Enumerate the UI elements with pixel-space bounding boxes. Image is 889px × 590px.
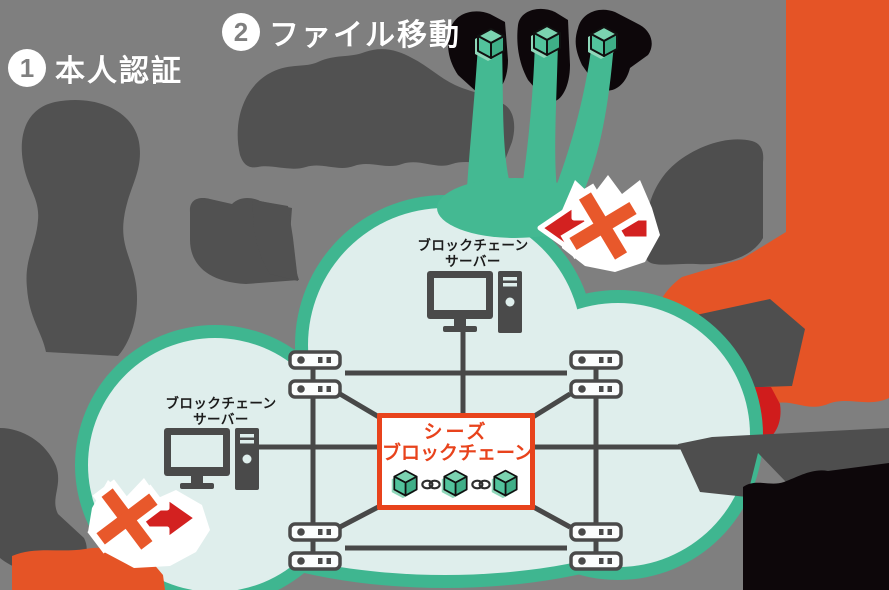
seeds-blockchain-title-line2: ブロックチェーン	[382, 442, 534, 464]
server-rack-icon	[569, 350, 623, 370]
blockchain-cube-icon	[390, 469, 418, 499]
upload-hands-silhouette	[237, 49, 515, 169]
attacker-right-orange-body	[653, 0, 889, 407]
step-2-text: ファイル移動	[269, 19, 461, 52]
arm-to-cloud-silhouette	[252, 200, 298, 281]
server-rack-icon	[288, 522, 342, 542]
left-server-label-line1: ブロックチェーン	[165, 396, 277, 411]
attacker-right-gray-upper	[644, 139, 764, 265]
server-rack-icon	[288, 551, 342, 571]
step-2-number-badge: 2	[222, 13, 260, 51]
top-blockchain-server-label: ブロックチェーン サーバー	[398, 238, 548, 270]
seeds-blockchain-box: シーズ ブロックチェーン	[377, 413, 535, 510]
step-1-text: 本人認証	[55, 55, 183, 88]
person-at-desk-silhouette	[21, 99, 140, 356]
step-1-number-badge: 1	[8, 49, 46, 87]
chain-link-icon	[471, 479, 491, 490]
user-silhouettes	[21, 49, 515, 356]
x-mark-icon	[87, 479, 167, 559]
top-server-label-line1: ブロックチェーン	[417, 238, 529, 253]
attacker-right-black-silhouette	[743, 463, 889, 590]
blocked-attack-bottomleft	[87, 478, 210, 568]
server-rack-icon	[288, 379, 342, 399]
blockchain-cube-icon	[490, 469, 518, 499]
attacker-right-gray-band	[678, 428, 889, 497]
blockchain-network	[164, 271, 712, 571]
left-blockchain-server-label: ブロックチェーン サーバー	[146, 396, 296, 428]
step-1-label: 1 本人認証	[8, 46, 183, 90]
attacker-bottomleft-gray	[0, 428, 87, 576]
step-2-label: 2 ファイル移動	[222, 10, 461, 54]
seeds-blockchain-title-line1: シーズ	[423, 422, 489, 443]
top-server-label-line2: サーバー	[445, 253, 501, 269]
server-rack-icon	[288, 350, 342, 370]
chain-link-icon	[421, 479, 441, 490]
server-rack-icon	[569, 551, 623, 571]
linked-cubes-graphic	[390, 469, 518, 499]
x-mark-icon	[560, 183, 646, 269]
blocked-attack-right	[537, 175, 660, 272]
file-upload-flow	[437, 8, 652, 238]
server-rack-icon	[569, 522, 623, 542]
left-server-label-line2: サーバー	[193, 411, 249, 427]
server-rack-icon	[569, 379, 623, 399]
attacker-right-lower	[678, 428, 889, 590]
blockchain-cube-icon	[440, 469, 468, 499]
